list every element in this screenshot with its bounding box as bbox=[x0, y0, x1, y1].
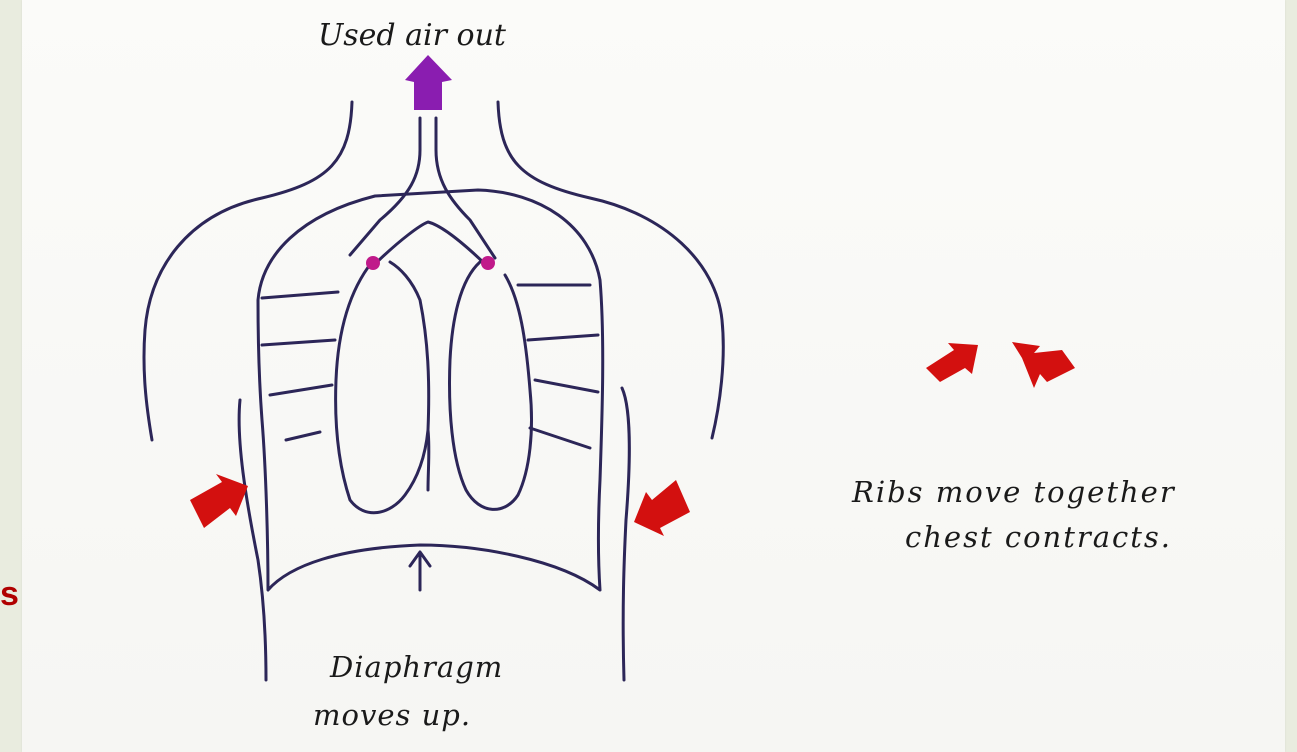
rib-left-2 bbox=[262, 340, 335, 345]
rib-left-4 bbox=[286, 432, 320, 440]
label-ribs-line1: Ribs move together bbox=[852, 475, 1176, 509]
label-used-air-out: Used air out bbox=[318, 18, 506, 53]
lung-mark-left bbox=[366, 256, 380, 270]
trachea-right bbox=[436, 118, 495, 258]
rib-right-2 bbox=[528, 335, 598, 340]
label-ribs-line2: chest contracts. bbox=[905, 520, 1172, 554]
torso-line-right bbox=[622, 388, 629, 680]
left-lung bbox=[336, 262, 429, 513]
body-outline-right bbox=[498, 102, 723, 438]
lung-mark-right bbox=[481, 256, 495, 270]
rib-right-3 bbox=[535, 380, 598, 392]
right-lung bbox=[450, 262, 532, 509]
side-letter: s bbox=[0, 577, 19, 611]
rib-left-3 bbox=[270, 385, 332, 395]
inward-arrow-icon bbox=[190, 474, 248, 528]
torso-line-left bbox=[239, 400, 266, 680]
mediastinum-line bbox=[428, 430, 429, 490]
up-arrow-icon bbox=[405, 55, 452, 110]
bronchus-inner bbox=[377, 222, 485, 264]
rib-right-4 bbox=[530, 428, 590, 448]
inward-arrow-icon bbox=[1012, 342, 1075, 388]
body-outline-left bbox=[144, 102, 352, 440]
inward-arrow-icon bbox=[634, 480, 690, 536]
inward-arrow-icon bbox=[926, 343, 978, 382]
label-diaphragm-line1: Diaphragm bbox=[330, 650, 503, 684]
label-diaphragm-line2: moves up. bbox=[313, 698, 471, 732]
rib-left-1 bbox=[262, 292, 338, 298]
